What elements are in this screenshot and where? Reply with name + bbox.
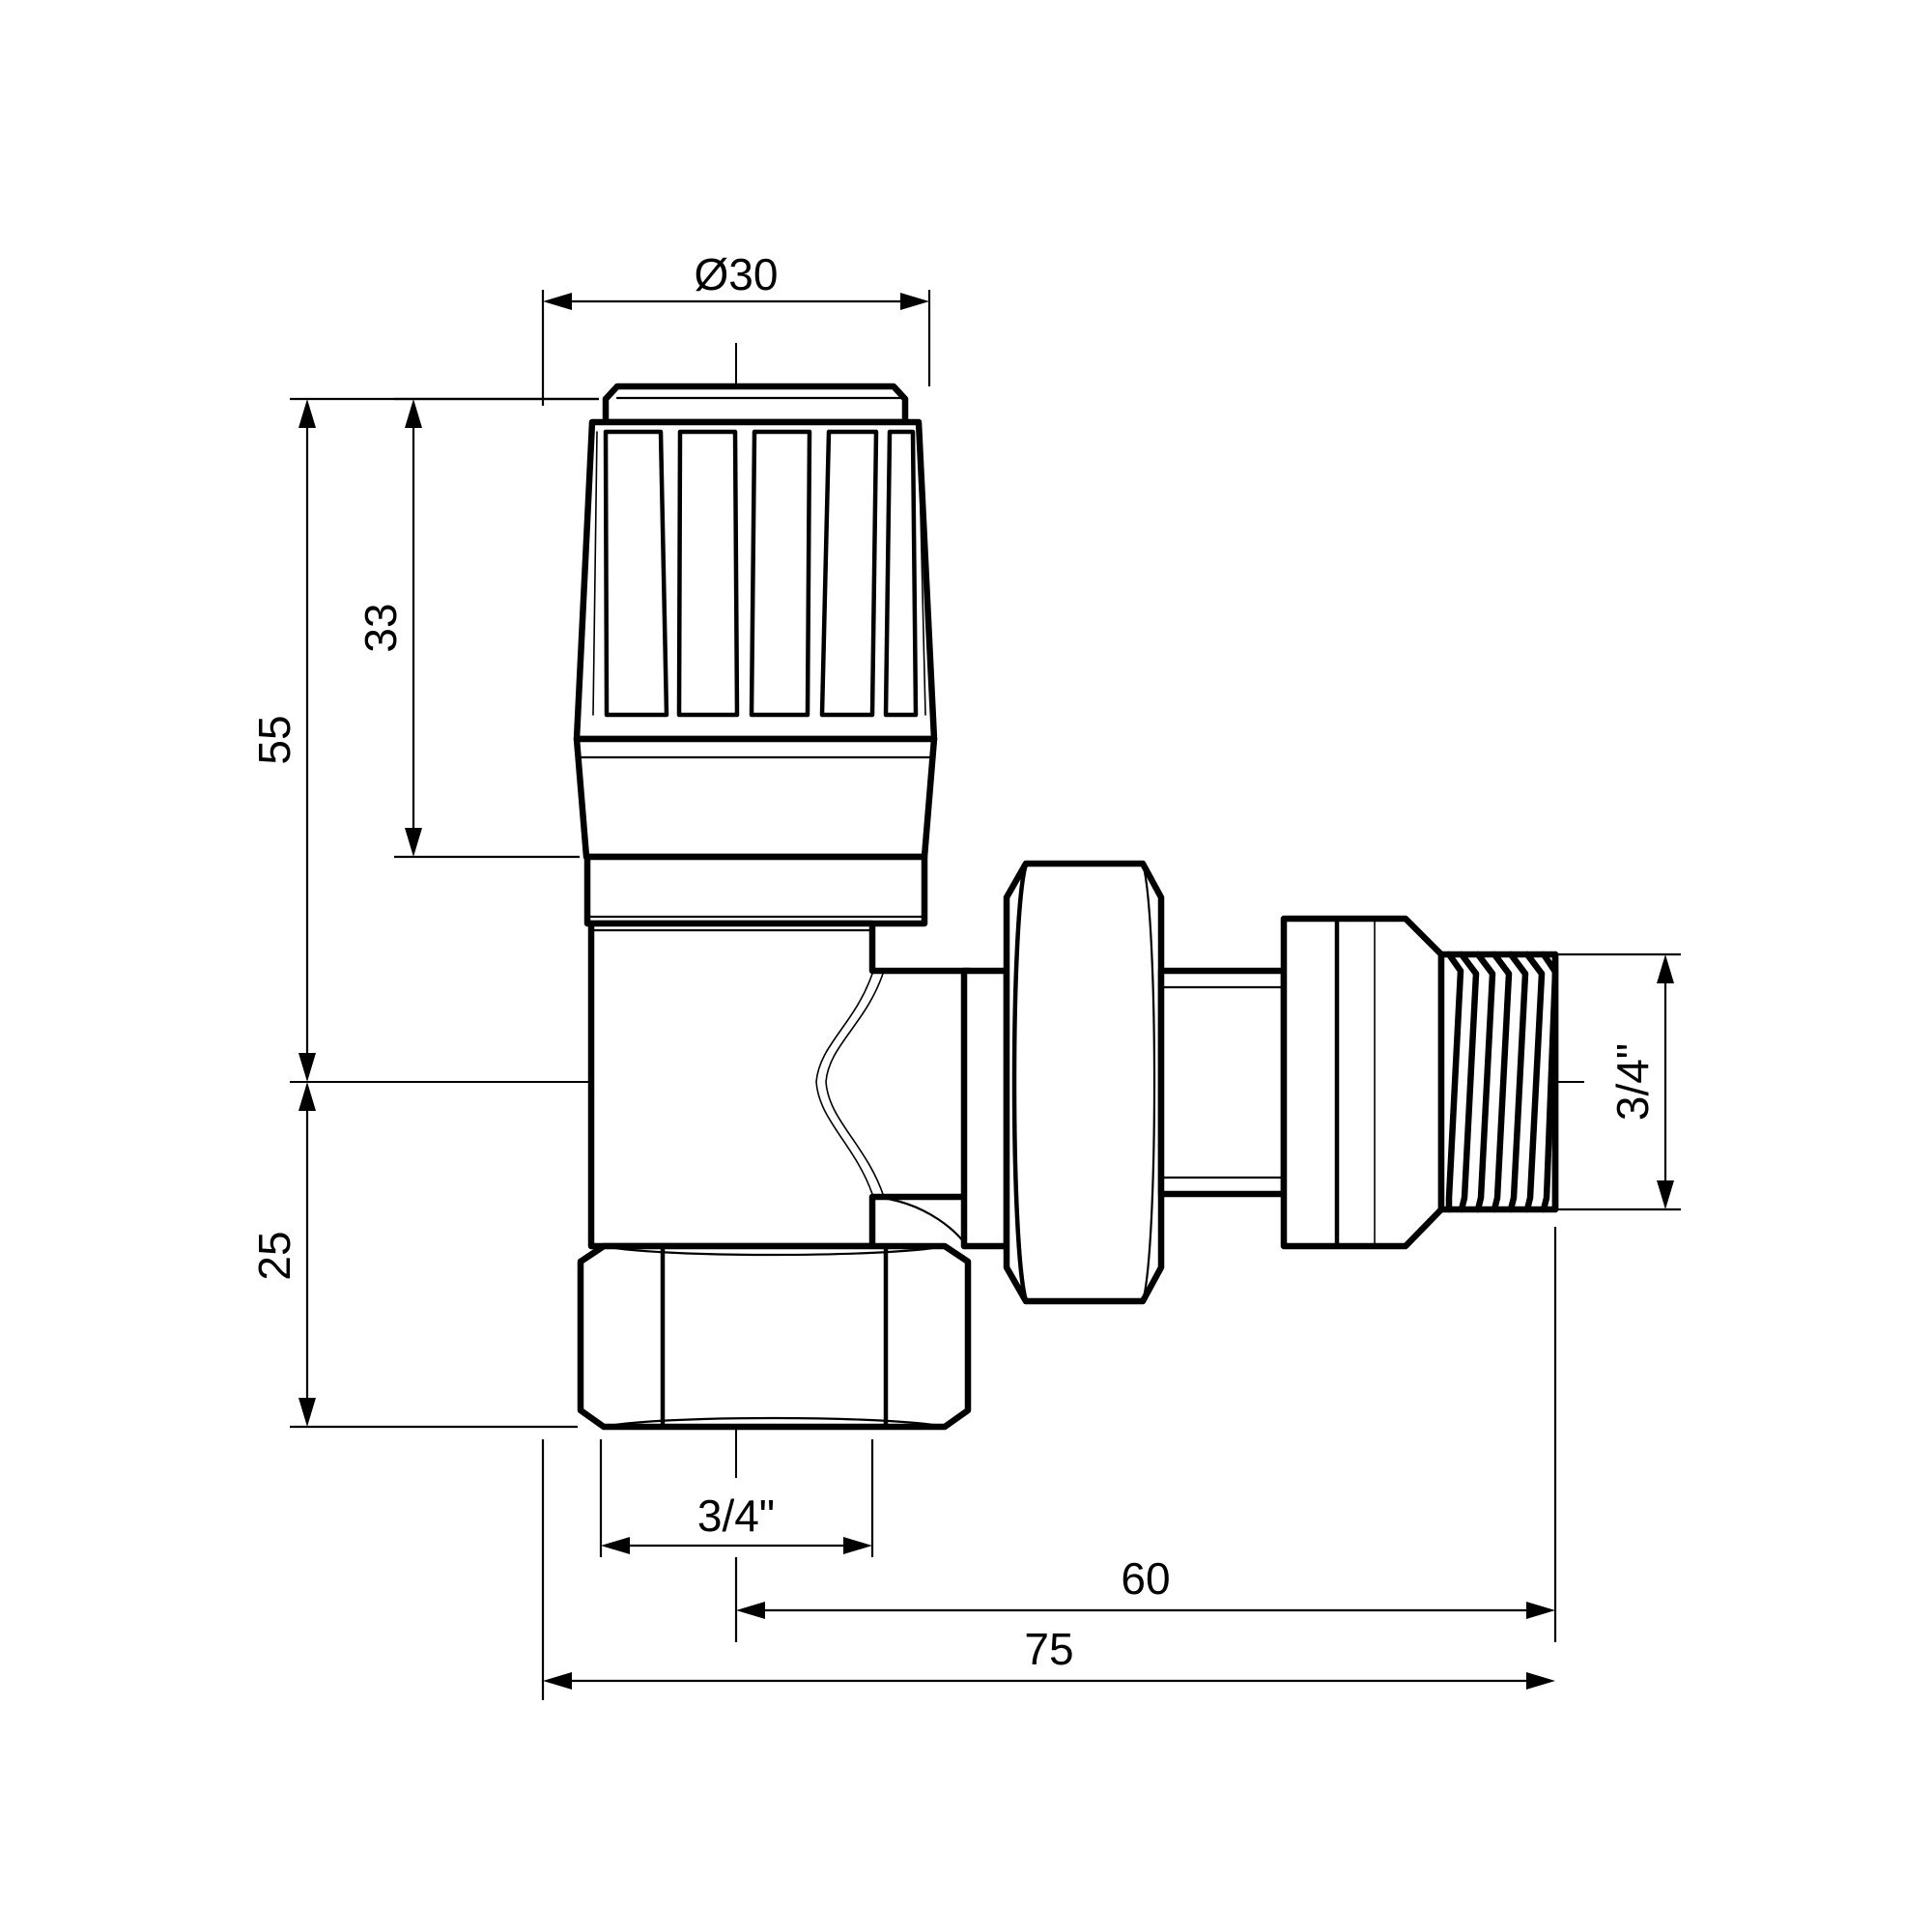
dimension-label-height-lower: 25 — [249, 1231, 299, 1280]
thread-shoulder — [1280, 915, 1445, 1250]
dimension-label-thread-bottom: 3/4" — [697, 1491, 775, 1541]
dimension-length-60: 60 — [734, 1227, 1557, 1642]
dimension-length-75: 75 — [541, 1439, 1555, 1700]
male-thread-tail — [1437, 951, 1559, 1213]
knob-ribs — [592, 429, 926, 718]
dimension-label-height-knob: 33 — [355, 603, 406, 652]
dimension-thread-right: 3/4" — [1546, 952, 1681, 1211]
dimension-label-length-60: 60 — [1121, 1553, 1170, 1604]
dimension-label-length-75: 75 — [1024, 1624, 1073, 1674]
dimension-label-diameter-top: Ø30 — [695, 249, 779, 299]
knob-collar — [573, 735, 938, 861]
dimension-label-thread-right: 3/4" — [1607, 1043, 1658, 1121]
valve-bonnet — [583, 853, 928, 927]
thread-crests — [1445, 951, 1559, 1213]
dimension-height-lower: 25 — [249, 1082, 578, 1429]
union-collar-plate — [960, 967, 1010, 1250]
union-spigot — [1157, 967, 1288, 1198]
ribbed-control-knob — [573, 383, 938, 743]
dimension-height-overall-upper: 55 — [249, 397, 599, 1082]
bottom-union-hex-nut — [577, 1242, 972, 1431]
dimension-diameter-top: Ø30 — [541, 249, 931, 406]
valve-body — [587, 920, 973, 1250]
union-hex-nut — [1003, 860, 1165, 1305]
dimension-label-height-overall-upper: 55 — [249, 715, 299, 764]
dimension-thread-bottom: 3/4" — [599, 1439, 874, 1557]
